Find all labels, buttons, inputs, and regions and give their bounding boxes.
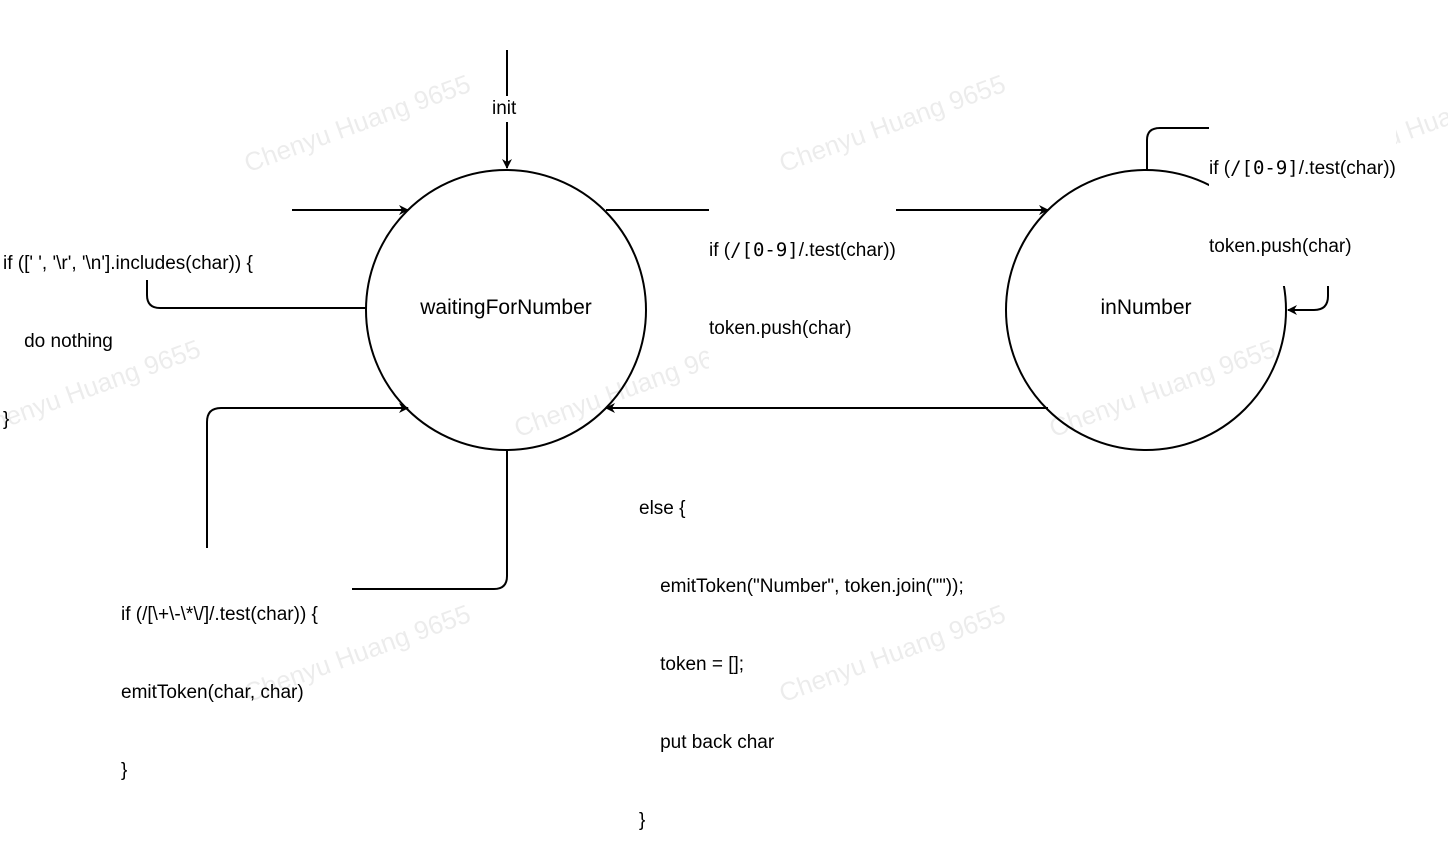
self-in-number-pre: if ( (1209, 158, 1231, 179)
else-line-3: token = []; (639, 654, 745, 675)
operator-transition-label: if (/[\+\-\*\/]/.test(char)) { emitToken… (121, 550, 318, 810)
else-line-4: put back char (639, 732, 775, 753)
to-in-number-code: /[0-9] (730, 239, 799, 261)
in-number-loop-back (1287, 155, 1329, 315)
else-line-5: } (639, 810, 646, 831)
self-in-number-label: if (/[0-9]/.test(char)) token.push(char) (1209, 103, 1396, 286)
whitespace-line-1: if ([' ', '\r', '\n'].includes(char)) { (3, 253, 253, 274)
self-in-number-line-2: token.push(char) (1209, 236, 1352, 257)
operator-line-1: if (/[\+\-\*\/]/.test(char)) { (121, 604, 318, 625)
else-line-1: else { (639, 498, 686, 519)
operator-loop-out (352, 450, 508, 590)
whitespace-line-2: do nothing (3, 331, 113, 352)
to-in-number-pre: if ( (709, 240, 731, 261)
self-in-number-code: /[0-9] (1230, 157, 1299, 179)
else-transition-label: else { emitToken("Number", token.join(""… (639, 444, 964, 860)
state-in-number-label: inNumber (1100, 296, 1192, 319)
to-in-number-post: /.test(char)) (798, 240, 896, 261)
self-in-number-line-1: if (/[0-9]/.test(char)) (1209, 155, 1396, 182)
whitespace-loop-out (146, 280, 366, 309)
whitespace-line-3: } (3, 409, 10, 430)
state-waiting-label: waitingForNumber (420, 296, 592, 319)
operator-loop-in (206, 403, 409, 548)
operator-line-3: } (121, 760, 128, 781)
init-label: init (492, 96, 517, 122)
to-in-number-line-2: token.push(char) (709, 318, 852, 339)
to-in-number-label: if (/[0-9]/.test(char)) token.push(char) (709, 185, 896, 368)
to-in-number-line-1: if (/[0-9]/.test(char)) (709, 237, 896, 264)
self-in-number-post: /.test(char)) (1298, 158, 1396, 179)
in-number-loop (1146, 127, 1210, 170)
whitespace-transition-label: if ([' ', '\r', '\n'].includes(char)) { … (3, 199, 253, 459)
operator-line-2: emitToken(char, char) (121, 682, 304, 703)
else-line-2: emitToken("Number", token.join("")); (639, 576, 964, 597)
